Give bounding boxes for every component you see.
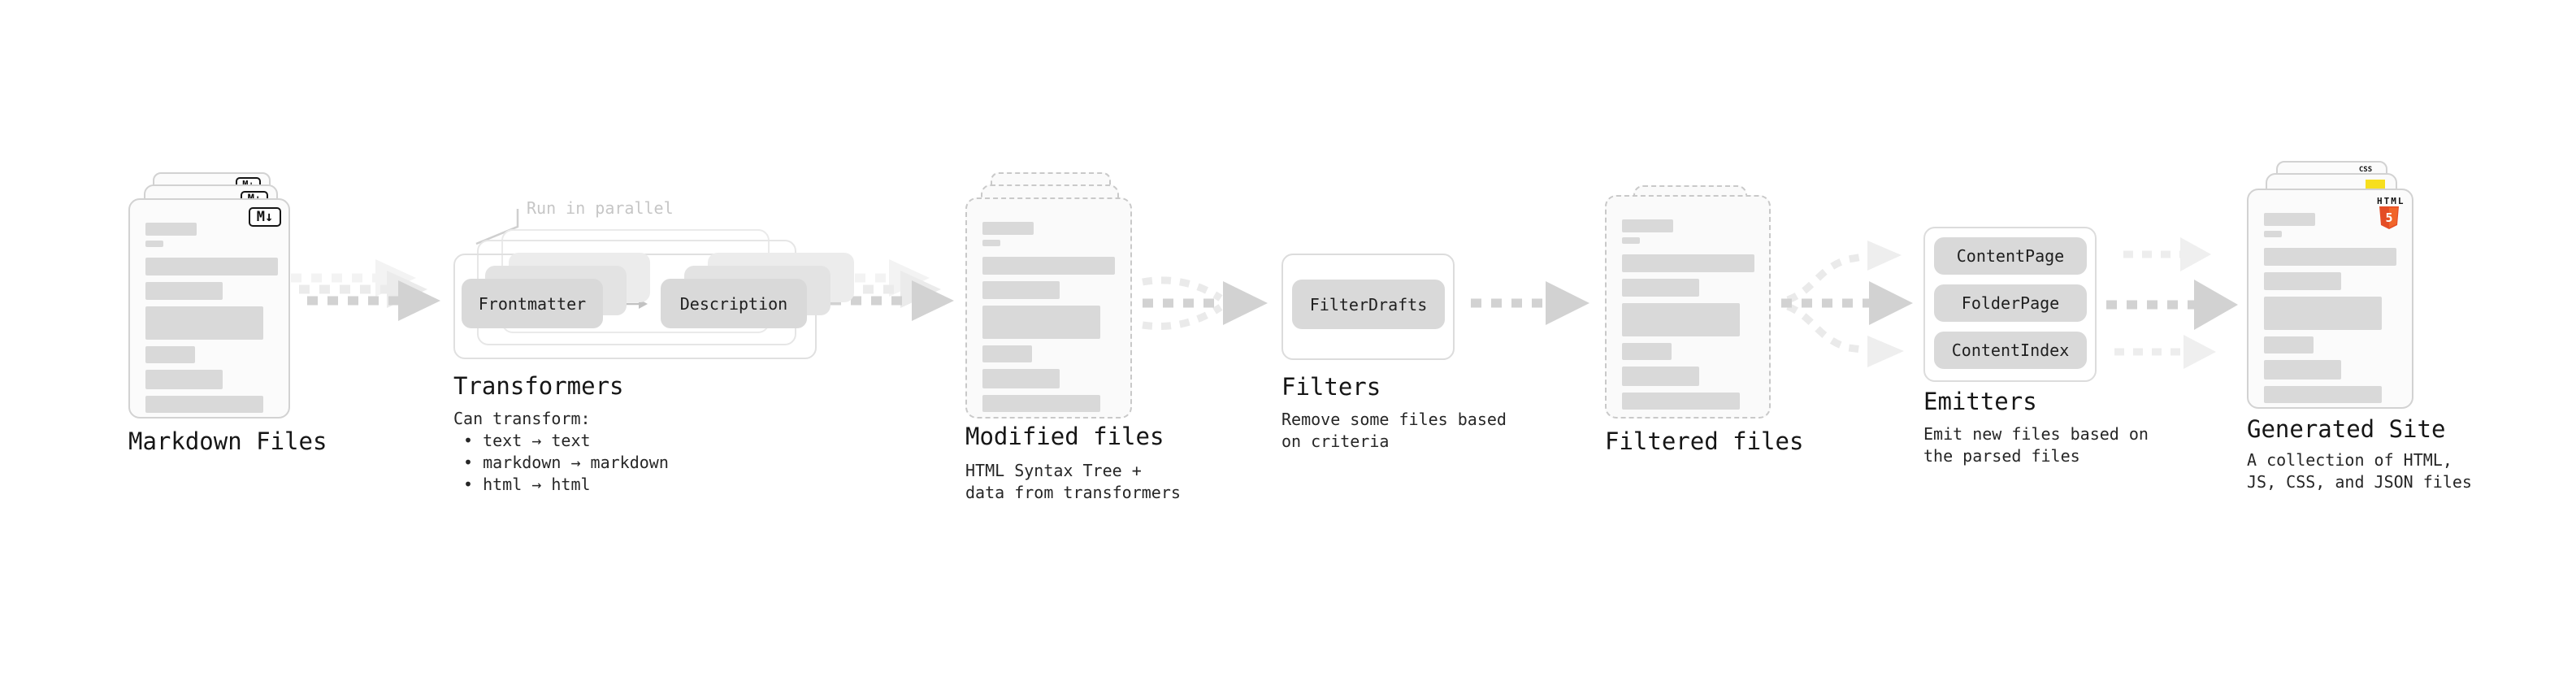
js-icon <box>2366 180 2385 190</box>
text-line-placeholder <box>145 223 197 236</box>
text-line-placeholder <box>2264 272 2341 290</box>
desc-line: on criteria <box>1281 432 1390 451</box>
modified-files-label: Modified files <box>965 423 1164 450</box>
text-line-placeholder <box>982 240 1000 246</box>
arrow-modified-to-filters <box>1142 276 1268 331</box>
generated-site-label: Generated Site <box>2247 415 2446 443</box>
text-line-placeholder <box>2264 213 2315 226</box>
text-line-placeholder <box>145 282 223 300</box>
text-line-placeholder <box>1622 343 1672 360</box>
text-line-placeholder <box>2264 336 2314 354</box>
description-pill: Description <box>661 279 807 328</box>
text-line-placeholder <box>982 281 1060 299</box>
contentindex-pill: ContentIndex <box>1934 332 2087 369</box>
arrow-emitters-to-generated <box>2106 237 2238 369</box>
text-line-placeholder <box>982 395 1100 412</box>
file-content-placeholder <box>145 223 278 413</box>
emitters-label: Emitters <box>1923 388 2037 415</box>
html5-shield: 5 <box>2379 206 2399 229</box>
desc-line: the parsed files <box>1923 446 2080 466</box>
filters-description: Remove some files based on criteria <box>1281 409 1507 453</box>
generated-site-description: A collection of HTML, JS, CSS, and JSON … <box>2247 449 2472 493</box>
text-line-placeholder <box>145 258 278 275</box>
filtered-files-label: Filtered files <box>1605 427 1804 455</box>
folderpage-pill: FolderPage <box>1934 284 2087 322</box>
text-line-placeholder <box>1622 237 1640 244</box>
transformers-description: Can transform: • text → text • markdown … <box>453 408 669 496</box>
html5-number: 5 <box>2385 210 2392 225</box>
desc-line: JS, CSS, and JSON files <box>2247 472 2472 492</box>
text-line-placeholder <box>1622 367 1699 386</box>
transformers-label: Transformers <box>453 372 624 400</box>
text-line-placeholder <box>145 241 163 247</box>
desc-line: A collection of HTML, <box>2247 450 2452 470</box>
text-line-placeholder <box>145 306 263 340</box>
transform-bullet: • html → html <box>463 475 591 494</box>
file-content-placeholder <box>2264 213 2396 403</box>
text-line-placeholder <box>145 370 223 389</box>
file-content-placeholder <box>1622 219 1754 410</box>
text-line-placeholder <box>145 346 195 363</box>
filtered-file-card-front <box>1605 195 1771 419</box>
desc-line: Remove some files based <box>1281 410 1507 429</box>
text-line-placeholder <box>982 345 1032 362</box>
file-content-placeholder <box>982 222 1115 412</box>
modified-files-description: HTML Syntax Tree + data from transformer… <box>965 460 1181 504</box>
text-line-placeholder <box>1622 393 1740 410</box>
transform-bullet: • text → text <box>463 431 591 450</box>
desc-line: data from transformers <box>965 483 1181 502</box>
text-line-placeholder <box>2264 360 2341 380</box>
text-line-placeholder <box>1622 279 1699 297</box>
text-line-placeholder <box>982 369 1060 388</box>
modified-file-card-front <box>965 197 1132 419</box>
desc-line: Emit new files based on <box>1923 424 2149 444</box>
desc-line: HTML Syntax Tree + <box>965 461 1142 480</box>
run-in-parallel-annotation: Run in parallel <box>527 198 674 218</box>
text-line-placeholder <box>982 306 1100 339</box>
text-line-placeholder <box>1622 219 1673 232</box>
text-line-placeholder <box>1622 303 1740 336</box>
text-line-placeholder <box>982 257 1115 275</box>
text-line-placeholder <box>2264 297 2382 330</box>
markdown-file-card-front: M↓ <box>128 198 290 419</box>
arrow-copy-mid <box>299 271 427 308</box>
arrow-filtered-to-emitters <box>1781 241 1913 367</box>
filterdrafts-pill: FilterDrafts <box>1292 280 1445 329</box>
filters-label: Filters <box>1281 373 1381 401</box>
text-line-placeholder <box>2264 231 2282 237</box>
frontmatter-pill: Frontmatter <box>462 279 603 328</box>
markdown-files-label: Markdown Files <box>128 427 327 455</box>
text-line-placeholder <box>2264 248 2396 266</box>
contentpage-pill: ContentPage <box>1934 237 2087 275</box>
transform-bullet: • markdown → markdown <box>463 453 669 472</box>
generated-file-card-html: HTML 5 <box>2247 189 2413 409</box>
html5-icon: HTML 5 <box>2377 196 2405 232</box>
arrow-filters-to-filtered <box>1471 281 1589 325</box>
markdown-icon: M↓ <box>249 207 281 227</box>
text-line-placeholder <box>2264 386 2382 403</box>
css-icon-text: CSS <box>2358 166 2373 174</box>
text-line-placeholder <box>982 222 1034 235</box>
text-line-placeholder <box>1622 254 1754 272</box>
text-line-placeholder <box>145 396 263 413</box>
arrow-copy-front <box>307 280 440 321</box>
emitters-description: Emit new files based on the parsed files <box>1923 423 2149 467</box>
arrow-markdown-to-transformers <box>291 259 440 321</box>
arrow-copy-back <box>291 259 416 297</box>
html5-icon-word: HTML <box>2377 196 2405 206</box>
transformers-desc-heading: Can transform: <box>453 409 591 428</box>
